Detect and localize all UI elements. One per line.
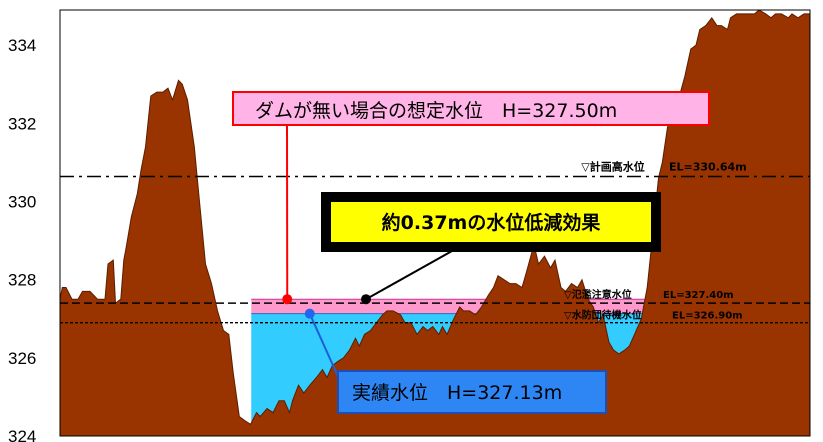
actual-marker [304,308,315,319]
actual-annotation-text: 実績水位 H=327.13m [352,382,562,404]
y-tick-label-330: 330 [8,193,36,212]
no-dam-marker [282,294,293,305]
reference-line-label-keikaku: ▽計画高水位 [581,159,644,173]
reference-line-label-suibou: ▽水防団待機水位 [564,309,642,322]
actual-annotation-box [337,370,607,414]
reference-line-label-hanran: ▽氾濫注意水位 [564,288,632,301]
y-axis-tick-labels: 324 326 328 330 332 334 [8,36,36,442]
plot-frame [59,9,811,437]
reference-line-value-suibou: EL=326.90m [672,311,743,322]
y-tick-label-332: 332 [8,114,36,133]
reference-line-value-keikaku: EL=330.64m [669,160,747,173]
effect-marker [361,294,371,305]
no-dam-annotation-box [232,91,710,126]
effect-annotation-box [331,202,651,242]
reference-line-value-hanran: EL=327.40m [663,290,734,301]
effect-leader-line [365,250,453,301]
y-tick-label-328: 328 [8,271,36,290]
no-dam-annotation-text: ダムが無い場合の想定水位 H=327.50m [255,100,617,122]
y-tick-label-334: 334 [8,36,36,55]
y-tick-label-324: 324 [8,427,36,442]
y-tick-label-326: 326 [8,349,36,368]
effect-annotation-text: 約0.37mの水位低減効果 [382,211,601,234]
